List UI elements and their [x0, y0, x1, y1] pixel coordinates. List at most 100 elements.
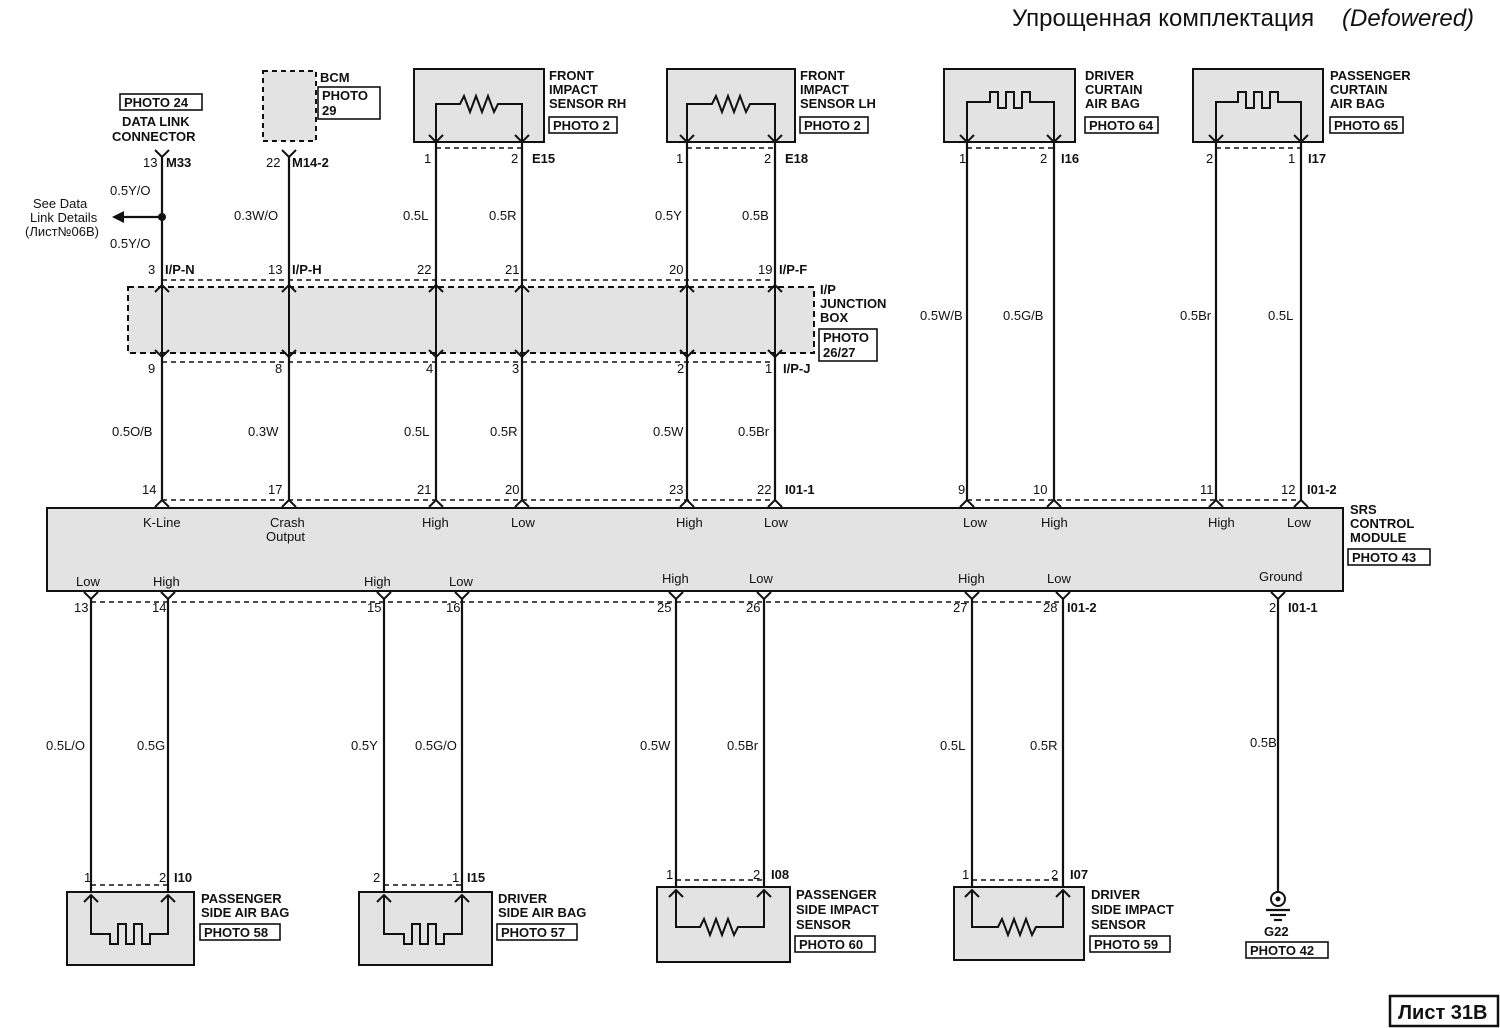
srs-b-low-4: Low	[1047, 571, 1071, 586]
srs-t-high-1: High	[422, 515, 449, 530]
resistor-icon	[971, 890, 1064, 938]
srs-pin-b2: 2	[1269, 600, 1276, 615]
psis-photo: PHOTO 60	[799, 937, 863, 952]
dsab-name-1: DRIVER	[498, 891, 548, 906]
note-line2: Link Details	[30, 210, 98, 225]
srs-b-high-1: High	[153, 574, 180, 589]
squib-icon	[383, 895, 463, 945]
wire-b3: 0.5Y	[351, 738, 378, 753]
wire-dc-a: 0.5W/B	[920, 308, 963, 323]
dc-photo: PHOTO 64	[1089, 118, 1154, 133]
psab-pin-1: 1	[84, 870, 91, 885]
jb-name-3: BOX	[820, 310, 849, 325]
srs-b-low-3: Low	[749, 571, 773, 586]
dsab-photo: PHOTO 57	[501, 925, 565, 940]
wire-pc-b: 0.5L	[1268, 308, 1293, 323]
wire-jb-o5: 0.5W	[653, 424, 684, 439]
jb-pin-21: 21	[505, 262, 519, 277]
dsab-pin-2: 2	[373, 870, 380, 885]
rh-name-3: SENSOR RH	[549, 96, 626, 111]
srs-pin-9: 9	[958, 482, 965, 497]
rh-pin-1: 1	[424, 151, 431, 166]
pc-pin-2: 2	[1206, 151, 1213, 166]
jb-conn-out: I/P-J	[783, 361, 810, 376]
dsab-pin-1: 1	[452, 870, 459, 885]
pc-name-2: CURTAIN	[1330, 82, 1388, 97]
arrow-left-icon	[112, 211, 124, 223]
data-link-note: See Data Link Details (Лист№06В)	[25, 196, 166, 239]
srs-b-high-3: High	[662, 571, 689, 586]
wire-bcm: 0.3W/O	[234, 208, 278, 223]
srs-name-2: CONTROL	[1350, 516, 1414, 531]
dsis-name-1: DRIVER	[1091, 887, 1141, 902]
wire-rh-b: 0.5R	[489, 208, 516, 223]
bcm-name: BCM	[320, 70, 350, 85]
srs-conn-top-b: I01-2	[1307, 482, 1337, 497]
bcm-photo-1: PHOTO	[322, 88, 368, 103]
srs-pin-14: 14	[142, 482, 156, 497]
srs-pin-b25: 25	[657, 600, 671, 615]
pc-connector-id: I17	[1308, 151, 1326, 166]
srs-pin-b13: 13	[74, 600, 88, 615]
ground-name: G22	[1264, 924, 1289, 939]
jb-pin-3b: 3	[512, 361, 519, 376]
srs-b-high-2: High	[364, 574, 391, 589]
dlc-connector-id: M33	[166, 155, 191, 170]
psis-name-3: SENSOR	[796, 917, 852, 932]
srs-pin-b14: 14	[152, 600, 166, 615]
srs-pin-12: 12	[1281, 482, 1295, 497]
jb-pin-20: 20	[669, 262, 683, 277]
wire-jb-o1: 0.5O/B	[112, 424, 152, 439]
srs-pin-17: 17	[268, 482, 282, 497]
ground-g22: G22 PHOTO 42	[1245, 891, 1329, 959]
squib-icon	[966, 91, 1055, 142]
rh-name-2: IMPACT	[549, 82, 598, 97]
srs-photo: PHOTO 43	[1352, 550, 1416, 565]
srs-t-low-4: Low	[1287, 515, 1311, 530]
jb-conn-in-right: I/P-F	[779, 262, 807, 277]
passenger-curtain-air-bag: PASSENGER CURTAIN AIR BAG PHOTO 65 2 1 I…	[1192, 68, 1411, 166]
srs-name-3: MODULE	[1350, 530, 1407, 545]
srs-t-low-2: Low	[764, 515, 788, 530]
bcm-connector-id: M14-2	[292, 155, 329, 170]
ground-icon	[1270, 891, 1286, 907]
jb-conn-in-mid: I/P-H	[292, 262, 322, 277]
srs-conn-bottom-b: I01-1	[1288, 600, 1318, 615]
wire-lh-b: 0.5B	[742, 208, 769, 223]
jb-photo-1: PHOTO	[823, 330, 869, 345]
wire-b2: 0.5G	[137, 738, 165, 753]
dc-pin-1: 1	[959, 151, 966, 166]
psis-pin-2: 2	[753, 867, 760, 882]
data-link-connector: PHOTO 24 DATA LINK CONNECTOR 13 M33	[112, 93, 203, 170]
wire-b1: 0.5L/O	[46, 738, 85, 753]
lh-name-3: SENSOR LH	[800, 96, 876, 111]
psab-pin-2: 2	[159, 870, 166, 885]
dc-pin-2: 2	[1040, 151, 1047, 166]
jb-pin-22: 22	[417, 262, 431, 277]
wire-lh-a: 0.5Y	[655, 208, 682, 223]
dsis-pin-1: 1	[962, 867, 969, 882]
jb-pin-19: 19	[758, 262, 772, 277]
srs-k-line: K-Line	[143, 515, 181, 530]
srs-b-high-4: High	[958, 571, 985, 586]
wire-jb-o6: 0.5Br	[738, 424, 770, 439]
srs-b-low-2: Low	[449, 574, 473, 589]
wire-dlc-mid: 0.5Y/O	[110, 236, 150, 251]
jb-photo-2: 26/27	[823, 345, 856, 360]
dc-name-3: AIR BAG	[1085, 96, 1140, 111]
srs-crash-1: Crash	[270, 515, 305, 530]
psab-photo: PHOTO 58	[204, 925, 268, 940]
srs-pin-23: 23	[669, 482, 683, 497]
dc-name-2: CURTAIN	[1085, 82, 1143, 97]
srs-t-low-1: Low	[511, 515, 535, 530]
driver-side-impact-sensor: 1 2 I07 DRIVER SIDE IMPACT SENSOR PHOTO …	[953, 867, 1174, 961]
note-line1: See Data	[33, 196, 88, 211]
driver-curtain-air-bag: DRIVER CURTAIN AIR BAG PHOTO 64 1 2 I16	[943, 68, 1159, 166]
pc-pin-1: 1	[1288, 151, 1295, 166]
srs-pin-10: 10	[1033, 482, 1047, 497]
dsab-name-2: SIDE AIR BAG	[498, 905, 586, 920]
wire-b8: 0.5R	[1030, 738, 1057, 753]
bcm-photo-2: 29	[322, 103, 336, 118]
squib-icon	[1215, 91, 1302, 142]
srs-ground-label: Ground	[1259, 569, 1302, 584]
